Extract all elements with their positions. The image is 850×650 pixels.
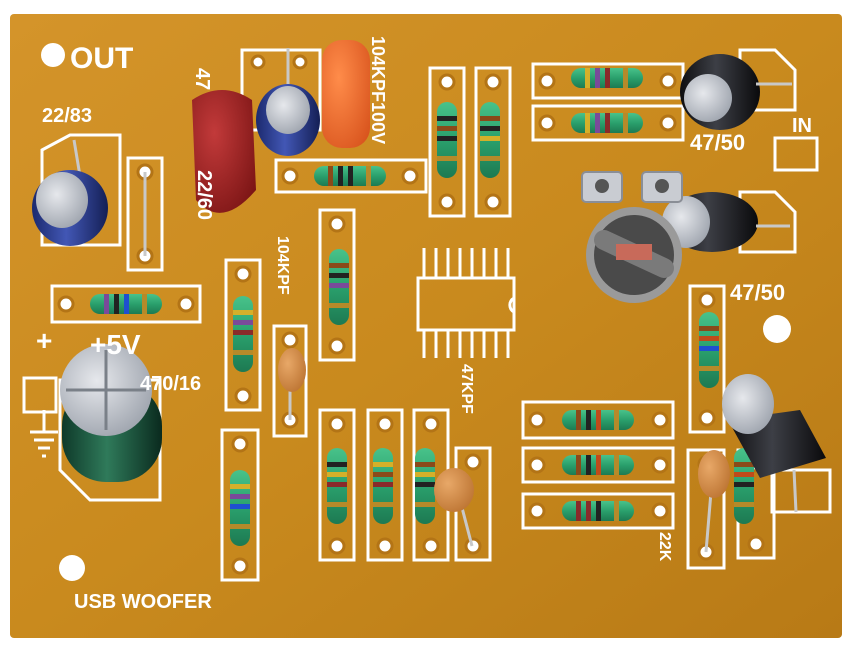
resistor-r9 xyxy=(480,102,500,178)
mount-hole-bottom-left xyxy=(59,555,85,581)
resistor-r4 xyxy=(571,113,643,133)
resistor-r11 xyxy=(329,249,349,325)
label-cap-47: 47 xyxy=(191,68,213,90)
label-plus: + xyxy=(36,325,52,356)
capacitor-47-50-mid xyxy=(662,192,790,252)
label-cap-47-50-a: 47/50 xyxy=(690,130,745,155)
capacitor-47 xyxy=(256,48,320,156)
mount-hole-top-left xyxy=(41,43,65,67)
label-power: +5V xyxy=(90,329,141,360)
ceramic-cap-right xyxy=(698,450,730,553)
resistor-r10 xyxy=(233,296,253,372)
resistor-r12 xyxy=(699,312,719,388)
resistor-r15 xyxy=(373,448,393,524)
potentiometer xyxy=(581,171,683,303)
label-res-22k: 22K xyxy=(656,532,673,562)
capacitor-470-16 xyxy=(60,344,162,482)
orange-film-capacitor xyxy=(322,40,370,148)
ground-symbol xyxy=(30,410,58,458)
label-cap-47-50-b: 47/50 xyxy=(730,280,785,305)
resistor-r8 xyxy=(437,102,457,178)
ceramic-cap-104 xyxy=(278,348,306,420)
resistor-r5 xyxy=(562,410,634,430)
mount-hole-right xyxy=(763,315,791,343)
capacitor-47-50-top xyxy=(680,54,792,130)
resistor-r14 xyxy=(327,448,347,524)
resistor-r7 xyxy=(562,501,634,521)
red-film-capacitor xyxy=(192,90,256,213)
ic-footprint xyxy=(416,248,516,358)
resistors xyxy=(90,68,754,546)
resistor-r2 xyxy=(314,166,386,186)
capacitor-22-83 xyxy=(32,139,108,246)
label-film-104: 104KPF100V xyxy=(368,36,388,144)
label-cap-22-60: 22/60 xyxy=(193,170,215,220)
label-ceramic-47: 47KPF xyxy=(458,364,475,414)
resistor-r13 xyxy=(230,470,250,546)
resistor-r3 xyxy=(571,68,643,88)
resistor-r6 xyxy=(562,455,634,475)
capacitor-bottom-right xyxy=(722,374,826,513)
label-cap-470-16: 470/16 xyxy=(140,373,201,395)
resistor-r17 xyxy=(734,448,754,524)
ceramic-cap-47 xyxy=(434,468,474,547)
label-out: OUT xyxy=(70,42,133,75)
label-ceramic-104: 104KPF xyxy=(274,236,291,295)
resistor-r16 xyxy=(415,448,435,524)
resistor-r1 xyxy=(90,294,162,314)
label-in: IN xyxy=(792,115,812,137)
label-cap-22-83: 22/83 xyxy=(42,105,92,127)
label-board-name: USB WOOFER xyxy=(74,591,212,613)
